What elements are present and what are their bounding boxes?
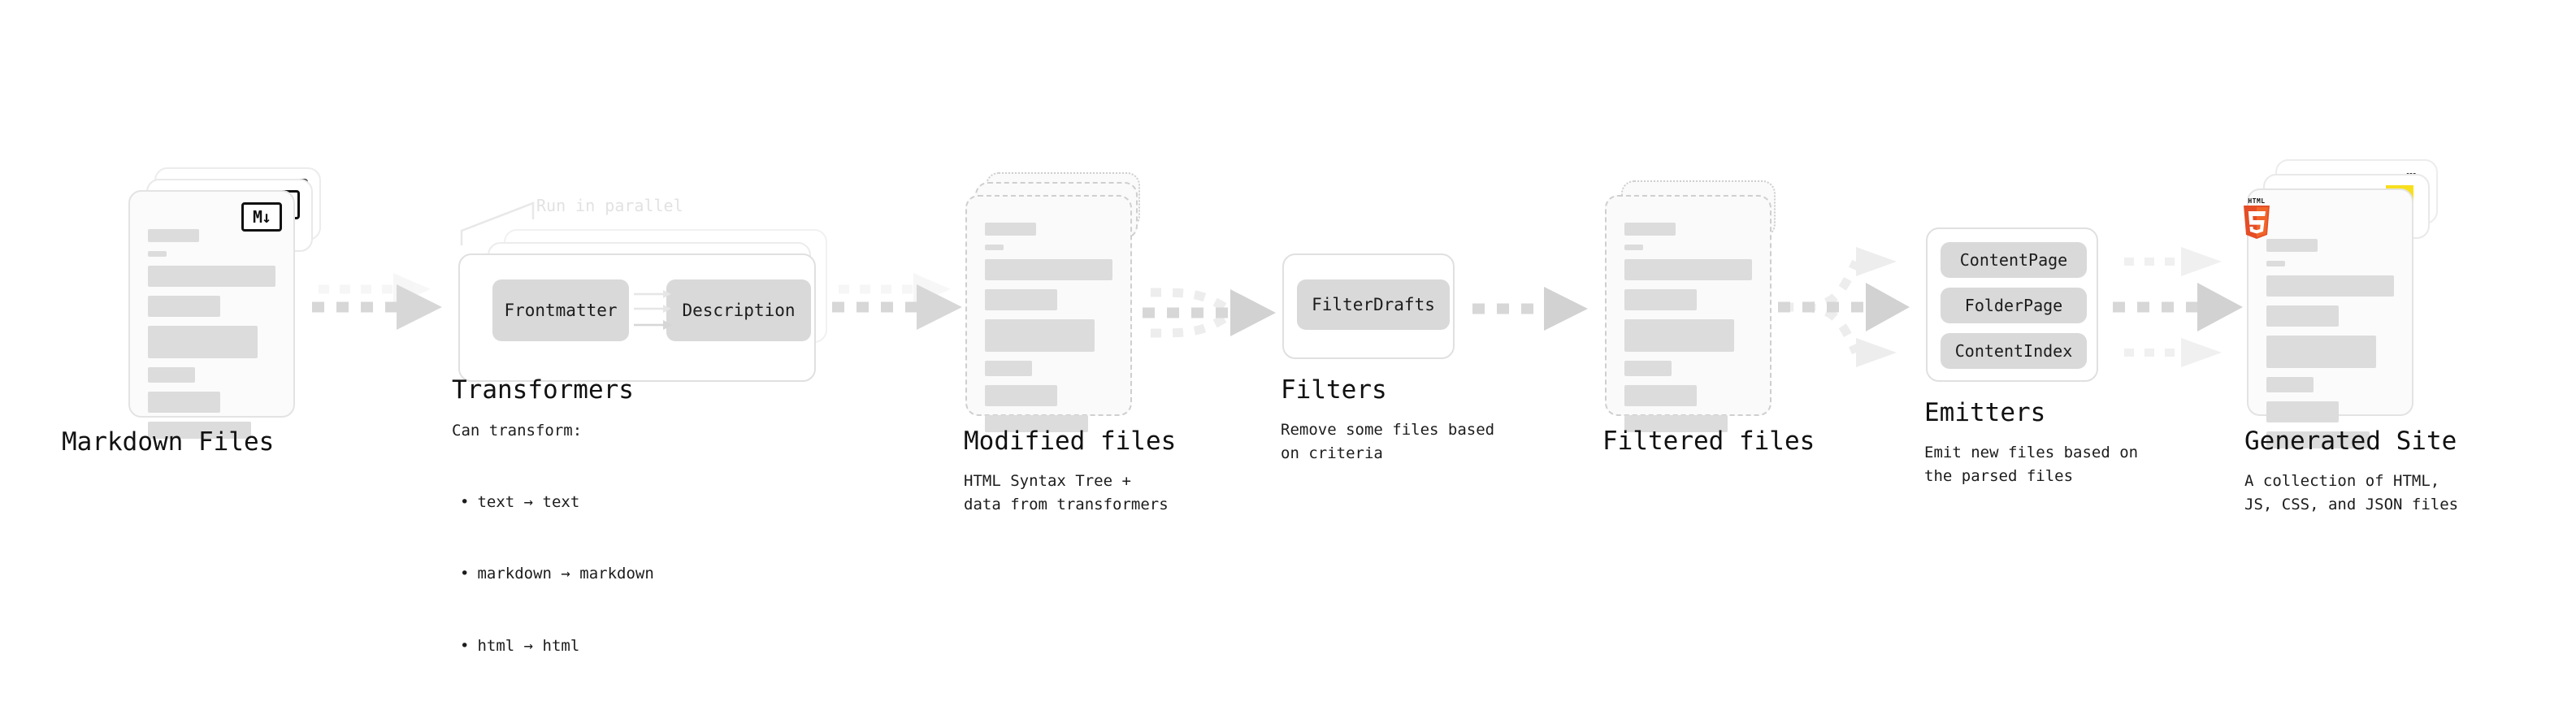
emitter-pill-contentindex[interactable]: ContentIndex	[1941, 333, 2087, 369]
modified-skeleton-bars	[985, 223, 1112, 441]
arrow-modified-to-filters	[1143, 288, 1276, 338]
transformers-box[interactable]: Frontmatter Description	[458, 253, 816, 382]
modified-card-front	[965, 195, 1132, 432]
transformers-capability-item: text → text	[460, 491, 654, 514]
emitter-pill-folderpage[interactable]: FolderPage	[1941, 288, 2087, 323]
emitter-pill-contentpage-label: ContentPage	[1959, 250, 2068, 270]
transformer-pill-description-label: Description	[682, 301, 796, 320]
transformer-pill-frontmatter-label: Frontmatter	[504, 301, 618, 320]
transformer-inner-arrows	[634, 290, 673, 330]
transformer-pill-frontmatter[interactable]: Frontmatter	[492, 279, 629, 341]
filtered-skeleton-bars	[1624, 223, 1752, 441]
filtered-card-front	[1605, 195, 1772, 432]
arrow-filters-to-filtered	[1472, 287, 1588, 331]
html5-shield-icon	[2244, 206, 2270, 239]
filtered-files-title: Filtered files	[1602, 427, 1815, 456]
filters-title: Filters	[1281, 375, 1387, 405]
markdown-card-front: M↓	[128, 190, 295, 439]
filter-pill-filterdrafts[interactable]: FilterDrafts	[1297, 279, 1450, 330]
modified-files-title: Modified files	[964, 427, 1177, 456]
transformers-subtitle-head: Can transform:	[452, 422, 583, 440]
modified-files-subtitle: HTML Syntax Tree + data from transformer…	[964, 472, 1169, 514]
run-in-parallel-leader	[460, 201, 535, 245]
run-in-parallel-label: Run in parallel	[536, 196, 683, 215]
emitters-box[interactable]: ContentPage FolderPage ContentIndex	[1926, 227, 2098, 382]
generated-card-front: HTML	[2244, 188, 2413, 448]
arrow-emitters-to-generated-site	[2113, 247, 2243, 367]
html5-badge-word: HTML	[2248, 197, 2266, 205]
transformers-title: Transformers	[452, 375, 634, 405]
pipeline-diagram: M↓ M↓ M↓ Markdown Files	[0, 0, 2576, 681]
arrow-markdown-to-transformers	[312, 273, 442, 330]
transformers-capability-item: markdown → markdown	[460, 562, 653, 586]
transformers-capability-item: html → html	[460, 635, 654, 658]
arrow-transformers-to-modified	[832, 273, 962, 330]
emitters-title: Emitters	[1924, 398, 2046, 427]
emitter-pill-contentpage[interactable]: ContentPage	[1941, 242, 2087, 278]
transformer-pill-description[interactable]: Description	[666, 279, 811, 341]
transformers-capability-list: text → text markdown → markdown html → h…	[460, 443, 654, 706]
emitters-subtitle: Emit new files based on the parsed files	[1924, 444, 2139, 486]
emitter-pill-folderpage-label: FolderPage	[1964, 296, 2063, 315]
markdown-files-title: Markdown Files	[62, 427, 275, 457]
generated-site-title: Generated Site	[2244, 427, 2457, 456]
filters-box[interactable]: FilterDrafts	[1282, 253, 1455, 359]
markdown-skeleton-bars	[148, 229, 275, 448]
generated-site-subtitle: A collection of HTML, JS, CSS, and JSON …	[2244, 472, 2459, 514]
filter-pill-filterdrafts-label: FilterDrafts	[1312, 295, 1435, 314]
emitter-pill-contentindex-label: ContentIndex	[1954, 341, 2073, 361]
generated-skeleton-bars	[2266, 239, 2394, 457]
html5-badge: HTML	[2239, 197, 2275, 240]
markdown-badge: M↓	[241, 202, 282, 232]
arrow-filtered-to-emitters	[1778, 247, 1910, 367]
filters-subtitle: Remove some files based on criteria	[1281, 421, 1495, 463]
